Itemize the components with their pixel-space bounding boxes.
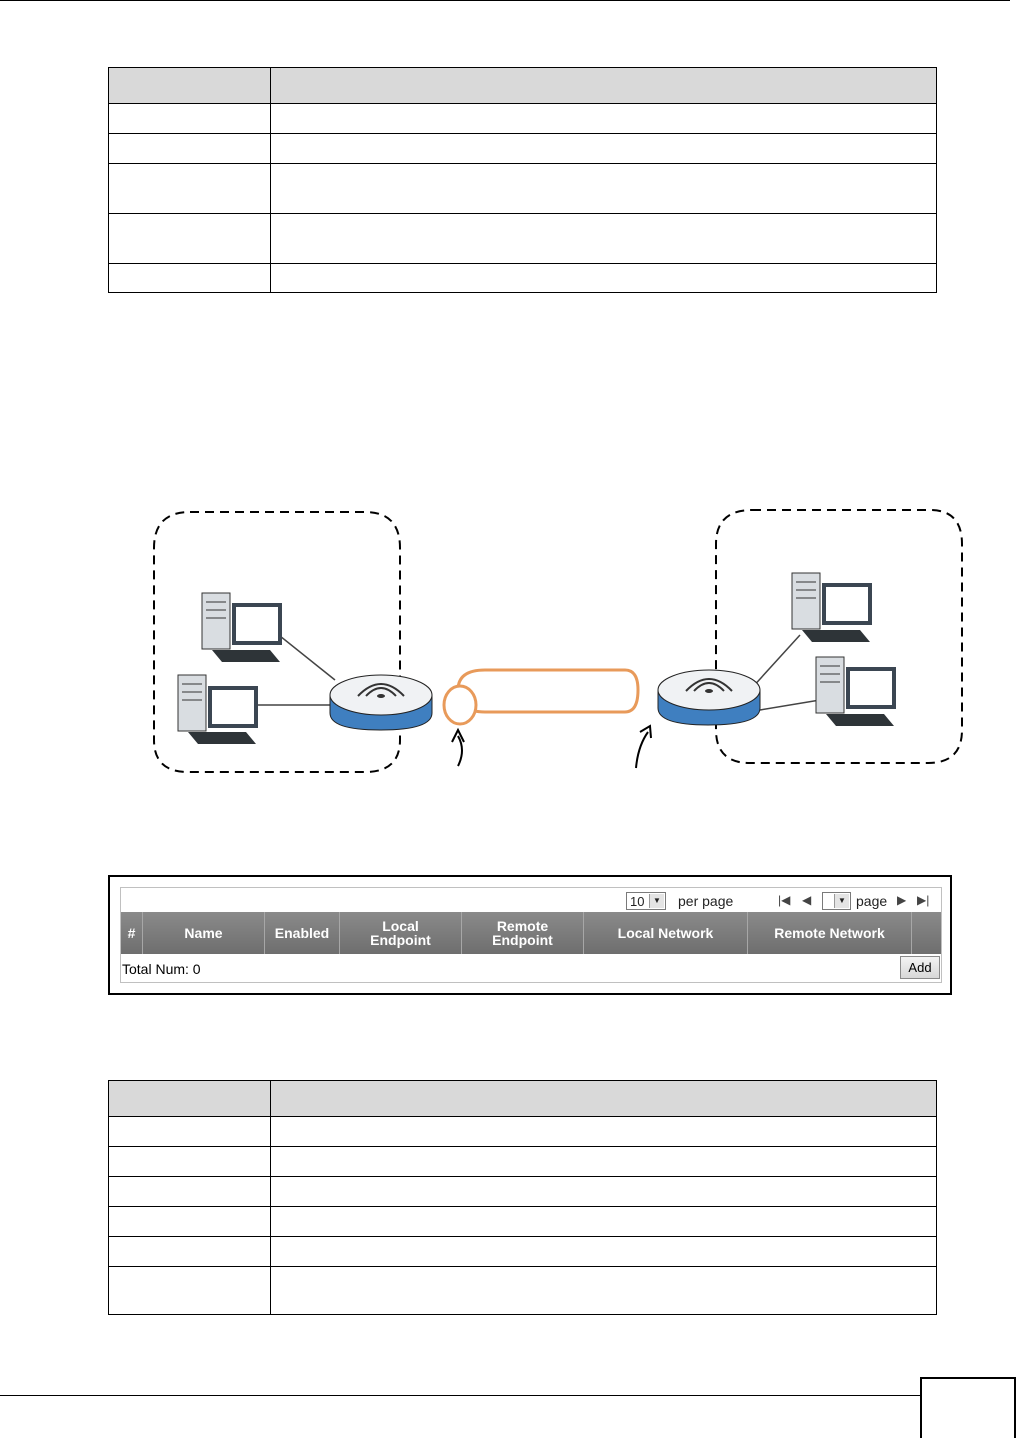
column-header-name[interactable]: Name xyxy=(143,912,265,954)
page-number-box xyxy=(920,1377,1016,1438)
table-row xyxy=(108,163,937,214)
add-button[interactable]: Add xyxy=(900,956,940,979)
page-label: page xyxy=(856,893,888,909)
per-page-select[interactable]: 10 ▼ xyxy=(626,892,666,910)
table-row xyxy=(108,103,937,134)
last-page-icon[interactable]: ▶| xyxy=(917,893,930,907)
footer-rule xyxy=(0,1395,1010,1396)
field-table-bottom xyxy=(108,1080,937,1315)
total-count: Total Num: 0 xyxy=(122,961,201,977)
computer-icon xyxy=(815,656,896,726)
table-header-row xyxy=(108,67,937,104)
column-header-enabled[interactable]: Enabled xyxy=(265,912,340,954)
table-row xyxy=(108,1146,937,1177)
computer-icon xyxy=(791,572,872,642)
vpn-tunnel-diagram xyxy=(153,509,963,773)
local-network-boundary xyxy=(153,511,401,773)
remote-network-boundary xyxy=(715,509,963,764)
router-icon xyxy=(329,674,433,731)
chevron-down-icon: ▼ xyxy=(649,894,664,908)
column-header-remote-endpoint[interactable]: Remote Endpoint xyxy=(462,912,584,954)
first-page-icon[interactable]: |◀ xyxy=(778,893,791,907)
chevron-down-icon: ▼ xyxy=(834,894,849,908)
computer-icon xyxy=(177,674,258,744)
table-row xyxy=(108,263,937,293)
column-header-local-network[interactable]: Local Network xyxy=(584,912,748,954)
table-row xyxy=(108,1266,937,1315)
pointer-arrow xyxy=(451,727,465,767)
next-page-icon[interactable]: ▶ xyxy=(897,893,907,907)
table-row xyxy=(108,1236,937,1267)
page-select[interactable]: ▼ xyxy=(822,892,851,910)
table-header: # Name Enabled Local Endpoint Remote End… xyxy=(121,912,941,954)
per-page-label: per page xyxy=(678,893,734,909)
table-row xyxy=(108,133,937,164)
pointer-arrow xyxy=(635,724,652,769)
header-rule xyxy=(0,0,1010,1)
table-row xyxy=(108,1206,937,1237)
table-row xyxy=(108,1176,937,1207)
table-row xyxy=(108,213,937,264)
column-header-blank xyxy=(912,912,941,954)
previous-page-icon[interactable]: ◀ xyxy=(802,893,812,907)
column-header-local-endpoint[interactable]: Local Endpoint xyxy=(340,912,462,954)
vpn-tunnel xyxy=(442,668,640,726)
vpn-connection-screen: 10 ▼ per page |◀ ◀ ▼ page ▶ ▶| # Name En… xyxy=(108,875,952,995)
table-footer: Total Num: 0 Add xyxy=(121,954,941,982)
column-header-remote-network[interactable]: Remote Network xyxy=(748,912,912,954)
pagination-toolbar: 10 ▼ per page |◀ ◀ ▼ page ▶ ▶| xyxy=(121,888,941,912)
table-header-row xyxy=(108,1080,937,1117)
column-header-index[interactable]: # xyxy=(121,912,143,954)
computer-icon xyxy=(201,592,282,662)
table-row xyxy=(108,1116,937,1147)
router-icon xyxy=(657,669,761,726)
field-table-top xyxy=(108,67,937,293)
